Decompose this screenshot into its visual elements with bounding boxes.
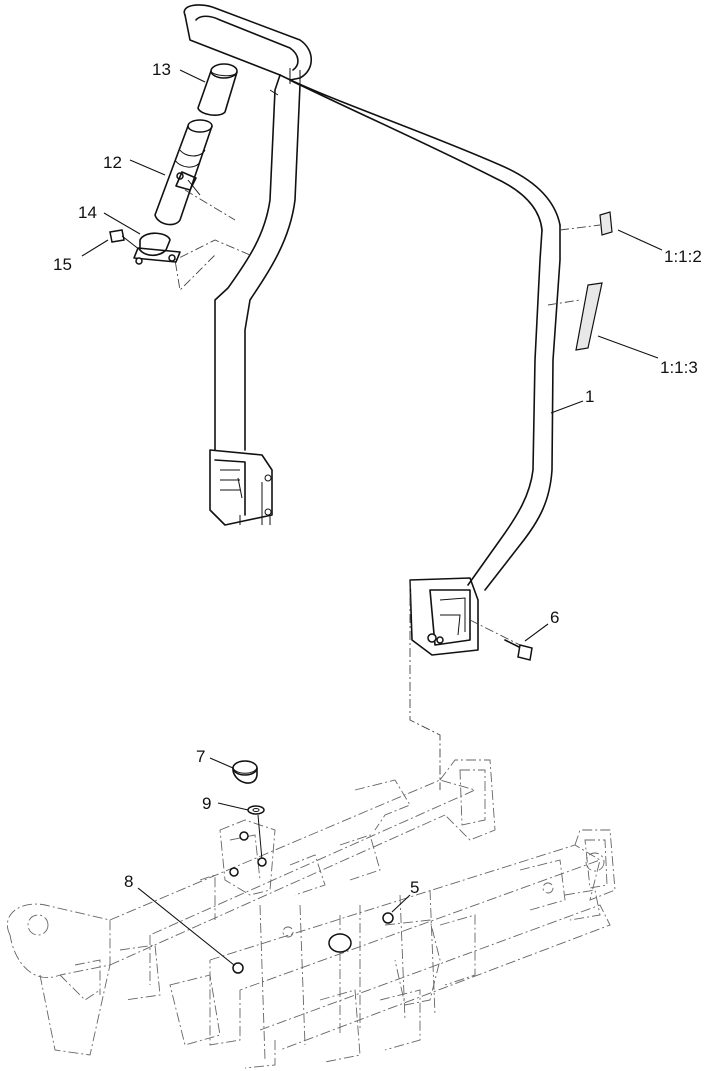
callout-1-1-3: 1:1:3 xyxy=(660,358,698,377)
callout-1-1-2: 1:1:2 xyxy=(664,247,702,266)
part-14-clamp xyxy=(133,232,181,265)
callout-6: 6 xyxy=(550,608,559,627)
callout-5: 5 xyxy=(410,878,419,897)
part-5-nut xyxy=(382,912,394,924)
part-6-bolt xyxy=(504,639,533,661)
part-13-cap xyxy=(197,63,238,117)
decal-1-1-2 xyxy=(599,211,613,236)
callout-12: 12 xyxy=(103,153,122,172)
leader-lines xyxy=(81,69,663,966)
callout-14: 14 xyxy=(78,203,97,222)
part-8-nut xyxy=(232,933,352,974)
callout-labels: 13 12 14 15 1:1:2 1:1:3 1 6 7 9 8 5 xyxy=(53,60,702,897)
callout-9: 9 xyxy=(202,794,211,813)
machine-frame-phantom xyxy=(7,759,616,1069)
decal-1-1-3 xyxy=(575,282,603,351)
callout-1: 1 xyxy=(585,387,594,406)
callout-7: 7 xyxy=(196,747,205,766)
rops-hoop xyxy=(183,4,561,656)
part-15-bolt xyxy=(109,229,141,251)
callout-13: 13 xyxy=(152,60,171,79)
part-9-washer xyxy=(229,805,267,877)
callout-15: 15 xyxy=(53,255,72,274)
part-7-knob xyxy=(232,760,258,784)
hoop-centerlines xyxy=(174,189,601,790)
callout-8: 8 xyxy=(124,872,133,891)
part-12-cylinder xyxy=(154,119,213,226)
